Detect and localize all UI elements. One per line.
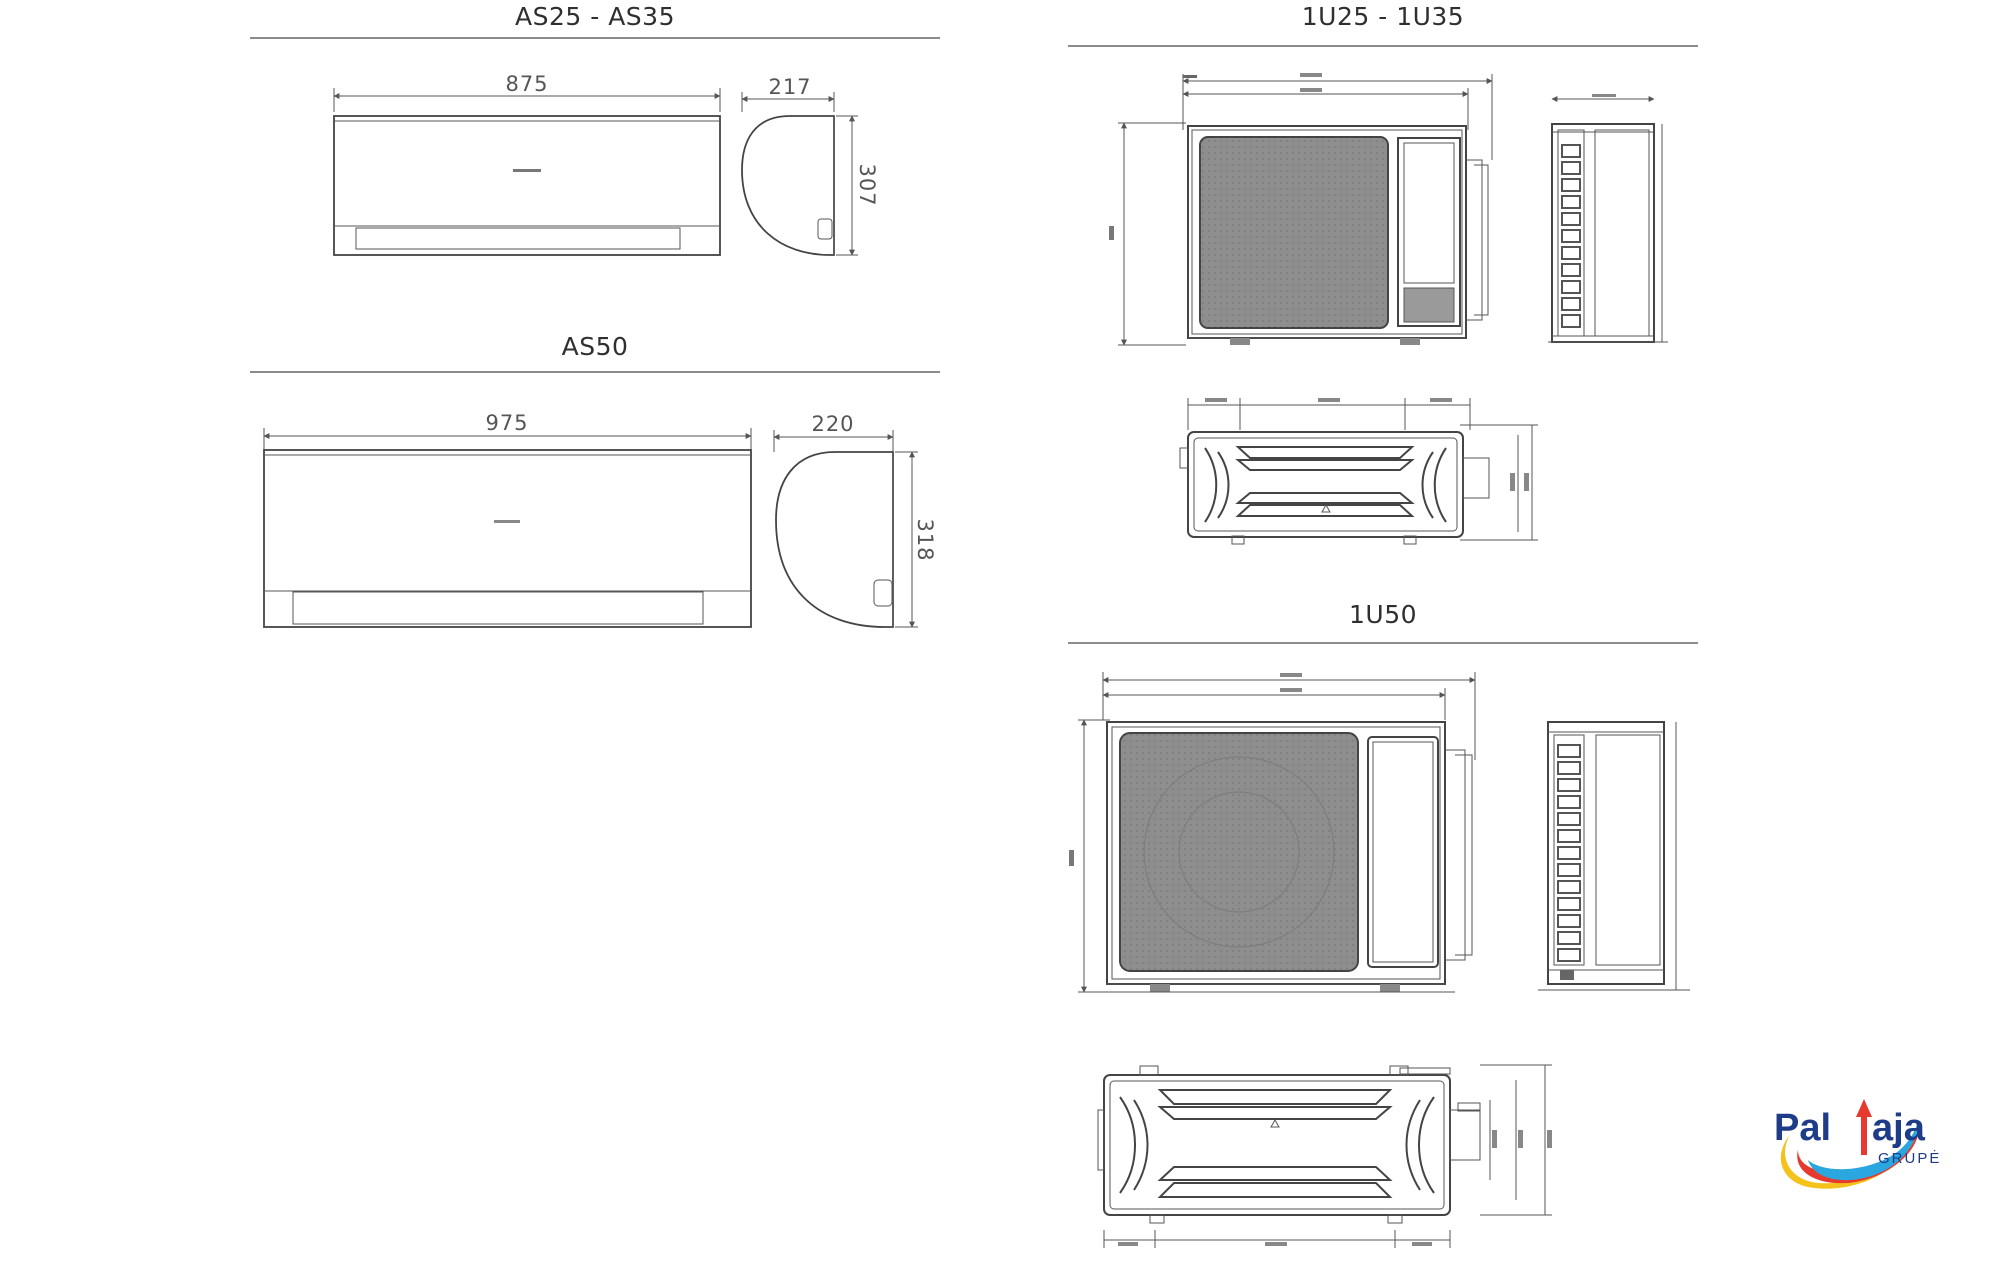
outdoor-unit-1u50-side-view: [1538, 721, 1690, 991]
outdoor-unit-1u50-side-louvers: [1557, 744, 1581, 962]
title-as50: AS50: [561, 332, 629, 361]
dim-as25-width: 875: [505, 72, 548, 96]
title-as25-as35: AS25 - AS35: [515, 2, 675, 31]
dim-as50-width: 975: [485, 411, 528, 435]
title-1u25-1u35: 1U25 - 1U35: [1301, 2, 1465, 31]
logo-text-left: Pal: [1774, 1107, 1831, 1149]
rule-1u25-1u35: [1068, 45, 1698, 47]
logo-arrow: [1856, 1099, 1872, 1155]
dim-as25-depth: 217: [768, 75, 811, 99]
outdoor-unit-1u50-top-view: [1097, 1064, 1552, 1248]
rule-1u50: [1068, 642, 1698, 644]
outdoor-unit-1u25-side-louvers: [1561, 144, 1581, 328]
logo-swoosh-cyan: [1808, 1120, 1919, 1181]
dim-as50-height: 318: [913, 518, 937, 561]
logo-subtext: GRUPĖ: [1878, 1149, 1941, 1167]
outdoor-unit-1u25-front-view: [1109, 73, 1493, 346]
paljaja-grupe-logo: Pal aja GRUPĖ: [1774, 1099, 1941, 1189]
logo-text-right: aja: [1872, 1107, 1926, 1149]
indoor-unit-as25-side-view: [741, 92, 858, 256]
indoor-unit-as50-side-view: [773, 430, 918, 628]
outdoor-unit-1u25-top-view: [1179, 398, 1538, 545]
dim-as25-height: 307: [855, 163, 879, 206]
indoor-unit-as50-front-view: [263, 428, 752, 628]
rule-as50: [250, 371, 940, 373]
indoor-unit-as25-front-view: [333, 88, 721, 256]
dim-as50-depth: 220: [811, 412, 854, 436]
title-1u50: 1U50: [1348, 600, 1417, 629]
outdoor-unit-1u25-side-view: [1548, 94, 1668, 343]
outdoor-unit-1u50-front-view: [1069, 672, 1476, 993]
rule-as25-as35: [250, 37, 940, 39]
